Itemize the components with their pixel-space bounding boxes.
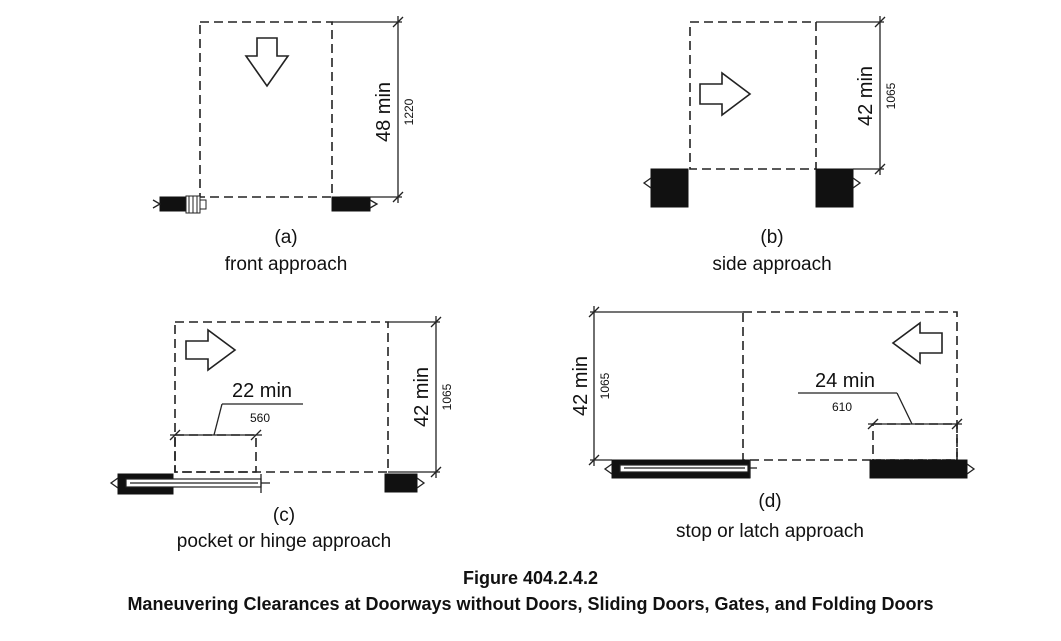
dimension-line-a [332, 16, 404, 203]
dimension-line-c [388, 316, 442, 478]
dimension-metric-a: 1220 [402, 98, 416, 125]
wall-c [109, 473, 426, 495]
panel-letter-c: (c) [273, 505, 295, 526]
dimension-line-d [588, 306, 612, 466]
panel-letter-d: (d) [758, 491, 781, 512]
panel-name-b: side approach [712, 254, 831, 275]
arrow-right-icon [699, 71, 752, 117]
dimension-imperial-d: 42 min [570, 356, 592, 416]
latch-metric-c: 560 [250, 411, 270, 425]
wall-a [152, 195, 379, 214]
panel-c: 22 min 560 42 min 1065 (c) pocket or hin… [109, 316, 454, 552]
dimension-metric-d: 1065 [598, 372, 612, 399]
panel-a: 48 min 1220 (a) front approach [152, 16, 416, 275]
clear-floor-space-d [742, 311, 958, 461]
clear-floor-space-c [174, 321, 389, 473]
panel-name-a: front approach [225, 254, 348, 275]
panel-name-c: pocket or hinge approach [177, 531, 391, 552]
panel-d: 24 min 610 42 min 1065 (d) stop or latch… [570, 306, 976, 542]
dimension-metric-b: 1065 [884, 82, 898, 109]
wall-d [603, 459, 976, 479]
clear-floor-space-b [689, 21, 817, 170]
latch-imperial-d: 24 min [815, 370, 875, 392]
panel-letter-b: (b) [760, 227, 783, 248]
dimension-metric-c: 1065 [440, 383, 454, 410]
figure-number: Figure 404.2.4.2 [462, 568, 599, 588]
arrow-down-icon [244, 37, 290, 88]
panel-letter-a: (a) [274, 227, 297, 248]
latch-imperial-c: 22 min [232, 380, 292, 402]
clear-floor-space-a [199, 21, 333, 198]
dimension-imperial-b: 42 min [855, 66, 877, 126]
figure-title: Maneuvering Clearances at Doorways witho… [127, 594, 934, 614]
arrow-right-icon [185, 328, 237, 372]
panel-b: 42 min 1065 (b) side approach [642, 16, 898, 275]
latch-dimension-d [798, 392, 963, 461]
gate-a [185, 195, 207, 214]
panel-name-d: stop or latch approach [676, 521, 864, 542]
dimension-line-b [816, 16, 886, 175]
latch-metric-d: 610 [832, 400, 852, 414]
arrow-left-icon [891, 321, 943, 365]
wall-b [642, 168, 862, 208]
dimension-imperial-c: 42 min [411, 367, 433, 427]
latch-dimension-c [169, 403, 303, 473]
dimension-imperial-a: 48 min [373, 82, 395, 142]
